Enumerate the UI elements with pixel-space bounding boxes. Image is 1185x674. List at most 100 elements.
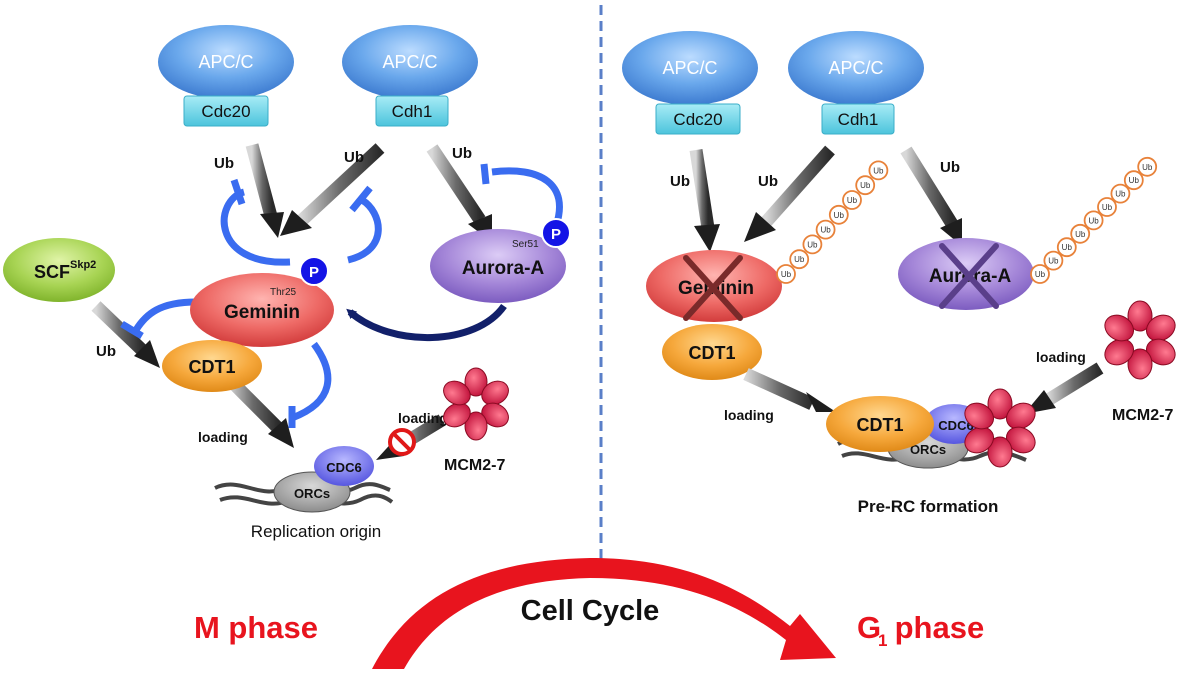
inhibition-bar <box>120 320 144 340</box>
inhibition-arc <box>290 341 332 422</box>
geminin-label: Geminin <box>224 302 300 323</box>
cdc6-ellipse <box>314 446 374 486</box>
phospho-badge <box>541 218 571 248</box>
right-panel: APC/C Cdc20 APC/C Cdh1 Ub Ub Ub Geminin <box>622 31 1176 516</box>
ubiquitin-ring <box>789 249 810 270</box>
inhibition-arc <box>220 188 291 266</box>
mcm2-7-ring <box>1104 300 1176 380</box>
apc-c-ellipse <box>622 31 758 105</box>
ubiquitin-ring-label: Ub <box>1129 176 1140 185</box>
loading-label: loading <box>398 410 448 426</box>
phospho-label: P <box>309 264 319 281</box>
mcm-subunit <box>443 380 471 406</box>
mcm2-7-ring <box>443 367 509 441</box>
aurora-a-ellipse <box>430 229 566 303</box>
cdt1-ellipse <box>162 340 262 392</box>
ub-label: Ub <box>758 173 778 190</box>
inhibition-arc <box>347 197 382 264</box>
ubiquitin-ring <box>868 160 889 181</box>
ubiquitin-ring <box>842 190 862 210</box>
apc-c-ellipse <box>342 25 478 99</box>
ubiquitin-ring <box>776 264 796 284</box>
ubiquitin-ring-label: Ub <box>1088 216 1099 225</box>
degraded-cross-icon <box>683 255 743 321</box>
cell-cycle-arrow <box>372 558 836 669</box>
loading-label: loading <box>724 407 774 423</box>
scf-skp2-ellipse <box>3 238 115 302</box>
ub-arrow <box>426 144 492 242</box>
apc-c-ellipse <box>788 31 924 105</box>
mcm2-7-ring <box>964 388 1036 468</box>
ub-label: Ub <box>214 155 234 172</box>
ubiquitin-ring-label: Ub <box>834 211 845 220</box>
ubiquitin-ring-label: Ub <box>1115 190 1126 199</box>
mcm-subunit <box>1127 300 1153 332</box>
ubiquitin-ring-label: Ub <box>1048 257 1059 266</box>
ubiquitin-ring <box>802 234 823 255</box>
no-entry-icon <box>388 428 416 456</box>
ubiquitin-ring-label: Ub <box>1035 270 1046 279</box>
ubiquitin-ring-label: Ub <box>794 255 805 264</box>
ubiquitin-ring <box>1097 197 1117 217</box>
ub-label: Ub <box>96 343 116 360</box>
thr25-label: Thr25 <box>270 287 297 298</box>
ub-arrow <box>245 143 284 238</box>
cdt1-ellipse <box>662 324 762 380</box>
geminin-ellipse <box>190 273 334 347</box>
scf-superscript: Skp2 <box>70 259 96 271</box>
loading-arrow <box>1024 362 1104 414</box>
mcm-subunit <box>987 388 1013 420</box>
apc-c-label: APC/C <box>662 58 717 78</box>
phosphorylation-arrow <box>346 303 507 341</box>
inhibition-arcs <box>120 163 563 428</box>
cell-cycle-band: Cell Cycle M phase G 1 phase <box>194 558 984 669</box>
loading-label: loading <box>198 429 248 445</box>
cdh1-box <box>375 95 449 127</box>
scf-label: SCF <box>34 262 70 282</box>
cdc20-box <box>183 95 269 127</box>
mcm-subunit <box>481 380 509 406</box>
ubiquitin-ring <box>815 219 836 240</box>
ubiquitin-ring <box>1030 264 1050 284</box>
phospho-badge <box>299 256 329 286</box>
inhibition-arc <box>133 298 197 332</box>
cell-cycle-label: Cell Cycle <box>521 595 660 627</box>
apc-c-label: APC/C <box>382 52 437 72</box>
ubiquitin-ring-label: Ub <box>860 181 871 190</box>
mcm-subunit <box>1104 338 1135 366</box>
cdh1-box <box>821 103 895 135</box>
apc-c-label: APC/C <box>198 52 253 72</box>
ub-arrow <box>689 149 720 252</box>
ub-arrow <box>744 145 835 242</box>
mcm-subunit <box>1005 426 1036 454</box>
ub-label: Ub <box>940 159 960 176</box>
ubiquitin-ring <box>1137 156 1158 177</box>
cdh1-label: Cdh1 <box>392 102 433 121</box>
cdc20-label: Cdc20 <box>673 110 722 129</box>
ub-label: Ub <box>344 149 364 166</box>
mcm-subunit <box>443 402 471 428</box>
inhibition-arc <box>491 167 563 228</box>
mcm2-7-label: MCM2-7 <box>1112 407 1173 424</box>
mcm-subunit <box>1005 402 1036 430</box>
ubiquitin-ring <box>828 204 849 225</box>
ubiquitin-ring-label: Ub <box>1075 230 1086 239</box>
loading-arrow <box>743 368 836 412</box>
replication-origin-label: Replication origin <box>251 522 381 541</box>
inhibition-bar <box>230 178 246 206</box>
orcs-label: ORCs <box>294 486 330 501</box>
mcm-subunit <box>964 426 995 454</box>
degraded-cross-icon <box>939 243 999 309</box>
ubiquitin-ring-label: Ub <box>873 166 884 175</box>
ub-label: Ub <box>452 145 472 162</box>
mcm-subunit <box>1127 348 1153 380</box>
cdt1-ellipse <box>826 396 934 452</box>
cdt1-label: CDT1 <box>688 343 735 363</box>
ubiquitin-ring-label: Ub <box>1102 203 1113 212</box>
mcm-subunit <box>987 436 1013 468</box>
ubiquitin-ring-label: Ub <box>847 196 858 205</box>
mcm-subunit <box>464 367 488 397</box>
